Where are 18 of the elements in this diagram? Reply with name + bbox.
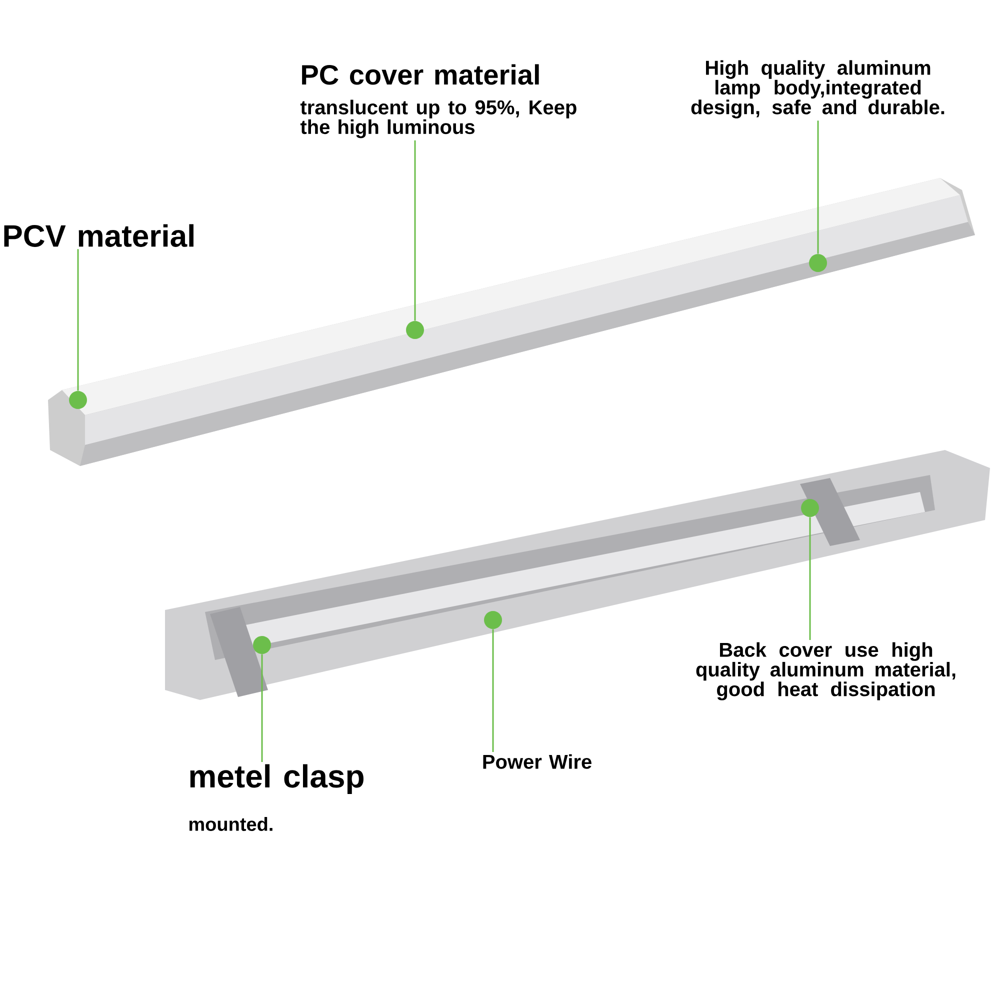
callout-text: Back cover use high quality aluminum material, good heat dissipation bbox=[696, 642, 956, 700]
marker-dot bbox=[406, 321, 424, 339]
marker-dot bbox=[809, 254, 828, 272]
marker-dot bbox=[801, 499, 819, 517]
leader-line bbox=[261, 654, 263, 762]
leader-line bbox=[77, 249, 79, 391]
marker-dot bbox=[69, 391, 87, 409]
leader-line bbox=[809, 517, 811, 640]
callout-text: PC cover material translucent up to 95%, Keep the high luminous bbox=[300, 64, 576, 138]
callout-text: PCV material bbox=[4, 224, 194, 247]
leader-line bbox=[817, 120, 819, 254]
marker-dot bbox=[253, 636, 271, 654]
callout-text: Power Wire bbox=[483, 754, 592, 769]
leader-line bbox=[414, 140, 416, 321]
leader-line bbox=[492, 629, 494, 752]
callout-text: High quality aluminum lamp body,integrated design, safe and durable. bbox=[691, 60, 944, 118]
callout-text: metel clasp mounted. bbox=[189, 764, 364, 831]
marker-dot bbox=[484, 611, 502, 629]
